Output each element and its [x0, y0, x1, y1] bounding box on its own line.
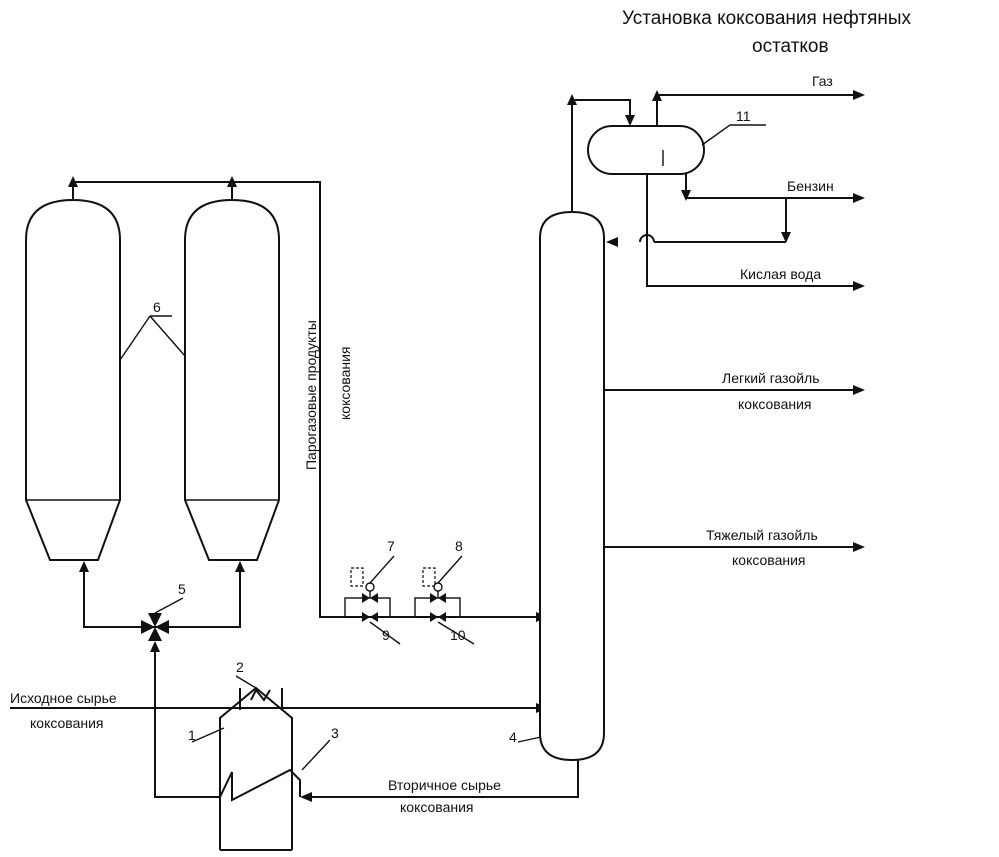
leader-2	[236, 676, 256, 688]
arrow-up-to-valve5	[150, 641, 160, 652]
arrow-gasoline-out	[853, 193, 865, 203]
arrow-sour-water-out	[853, 281, 865, 291]
leader-7	[370, 556, 394, 583]
label-2: 2	[236, 659, 244, 675]
gasoline-label: Бензин	[787, 178, 834, 194]
arrow-up-to-drum-right	[235, 561, 245, 572]
label-11: 11	[736, 108, 751, 124]
arrow-gasoline-down	[681, 190, 691, 201]
coke-drum-left	[26, 200, 120, 560]
control-valve-7	[362, 583, 378, 603]
bypass-7-9	[345, 598, 390, 617]
light-gasoil-label-2: коксования	[738, 396, 812, 412]
arrow-secondary-feed	[300, 792, 312, 802]
separator	[588, 126, 704, 174]
actuator-7	[351, 568, 363, 586]
arrow-heavy-gasoil-out	[853, 542, 865, 552]
secondary-feed-label-1: Вторичное сырье	[388, 777, 501, 793]
arrow-up-to-drum-left	[79, 561, 89, 572]
valve-10	[430, 612, 446, 622]
label-10: 10	[450, 627, 466, 643]
label-4: 4	[509, 729, 517, 745]
light-gasoil-label-1: Легкий газойль	[722, 370, 820, 386]
heavy-gasoil-label-1: Тяжелый газойль	[706, 527, 818, 543]
furnace	[220, 688, 292, 850]
feed-label-1: Исходное сырье	[10, 690, 117, 706]
label-5: 5	[178, 581, 186, 597]
feed-label-2: коксования	[30, 715, 104, 731]
label-8: 8	[455, 538, 463, 554]
leader-4	[518, 737, 541, 742]
gas-line	[657, 95, 855, 126]
vapor-products-label-1: Парогазовые продукты	[303, 320, 319, 470]
diagram-title-line2: остатков	[752, 36, 829, 57]
furnace-outlet-line	[155, 650, 220, 797]
three-way-valve	[141, 613, 169, 641]
sour-water-label: Кислая вода	[740, 266, 821, 282]
leader-3	[302, 740, 330, 770]
arrow-light-gasoil-out	[853, 385, 865, 395]
leader-6-right	[150, 316, 185, 356]
arrow-into-separator	[625, 115, 635, 126]
heavy-gasoil-label-2: коксования	[732, 552, 806, 568]
arrow-reflux-to-column	[606, 237, 618, 247]
bypass-8-10	[415, 598, 460, 617]
valve-9	[362, 612, 378, 622]
label-9: 9	[382, 627, 390, 643]
label-3: 3	[331, 725, 339, 741]
label-1: 1	[188, 727, 196, 743]
drum-feed-distribution-line	[84, 565, 240, 627]
label-7: 7	[387, 538, 395, 554]
leader-5	[155, 598, 183, 613]
vapor-products-label-2: коксования	[337, 347, 353, 421]
coke-drum-right	[185, 200, 279, 560]
leader-11	[702, 125, 730, 145]
actuator-8	[423, 568, 435, 586]
leader-6-left	[120, 316, 150, 360]
arrow-gas-out	[853, 90, 865, 100]
secondary-feed-label-2: коксования	[400, 799, 474, 815]
leader-8	[438, 556, 462, 583]
label-6: 6	[153, 299, 161, 315]
fractionation-column	[540, 212, 604, 760]
diagram-title-line1: Установка коксования нефтяных	[622, 8, 912, 29]
gas-label: Газ	[812, 73, 833, 89]
